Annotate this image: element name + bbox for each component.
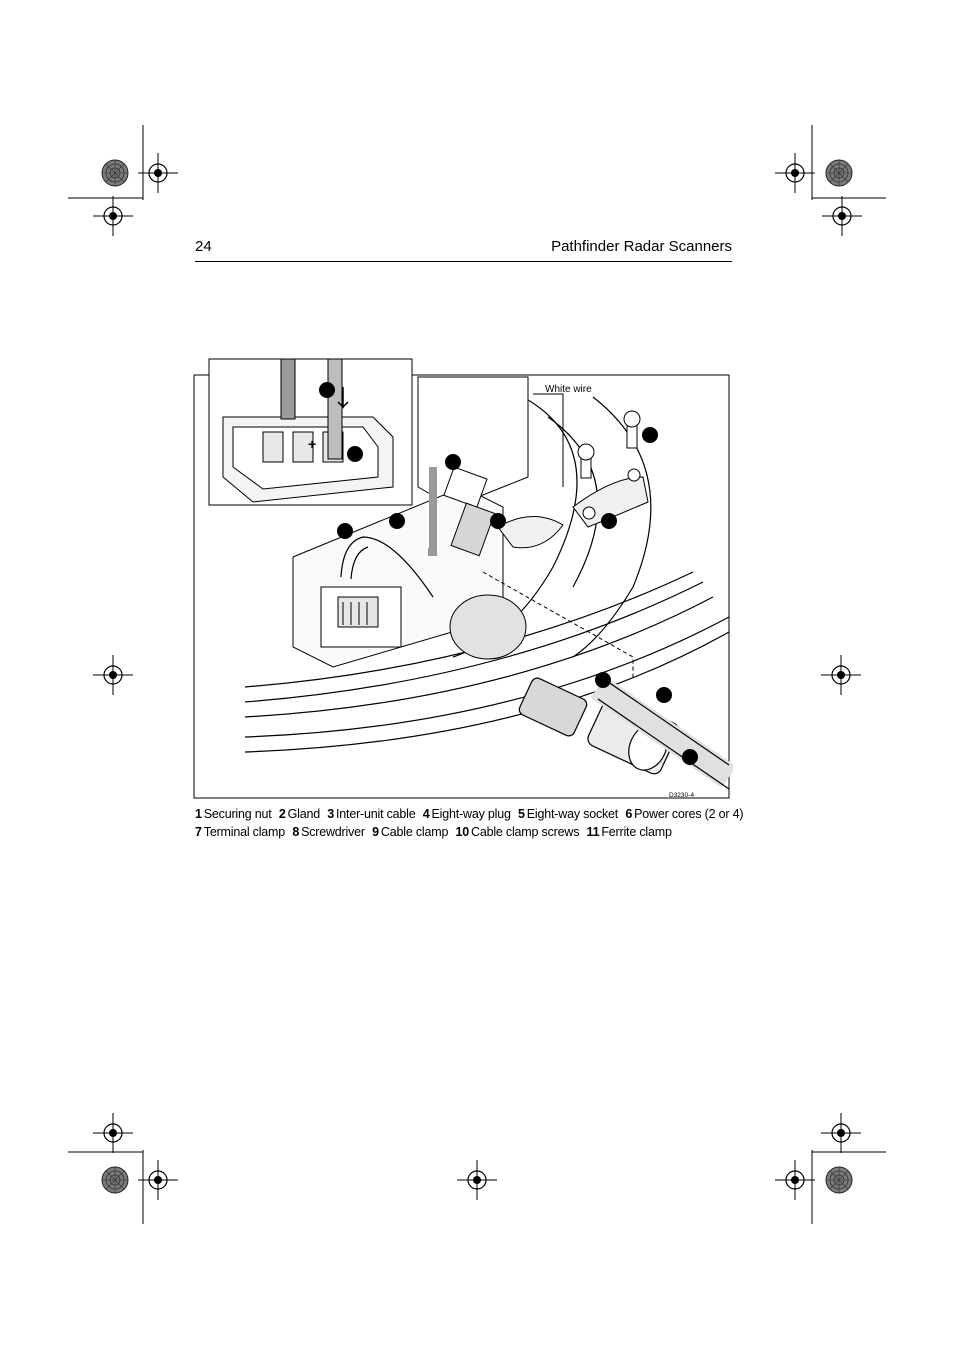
inset-detail: + — [208, 358, 413, 506]
callout-markers — [319, 382, 698, 765]
white-wire-label: White wire — [545, 384, 592, 395]
chassis — [292, 376, 529, 668]
cable-clamp — [497, 410, 649, 549]
gland-assembly — [518, 674, 733, 790]
wiring-diagram: White wire + D3230-4 — [193, 358, 733, 799]
header-rule — [195, 261, 732, 262]
ferrite-plug — [428, 466, 527, 660]
svg-text:+: + — [308, 436, 316, 452]
power-cores — [340, 536, 434, 598]
dashed-guide — [482, 571, 634, 677]
figure-id: D3230-4 — [669, 792, 694, 799]
page-number: 24 — [195, 238, 212, 255]
white-wire-leader — [533, 393, 564, 487]
running-title: Pathfinder Radar Scanners — [551, 238, 732, 255]
